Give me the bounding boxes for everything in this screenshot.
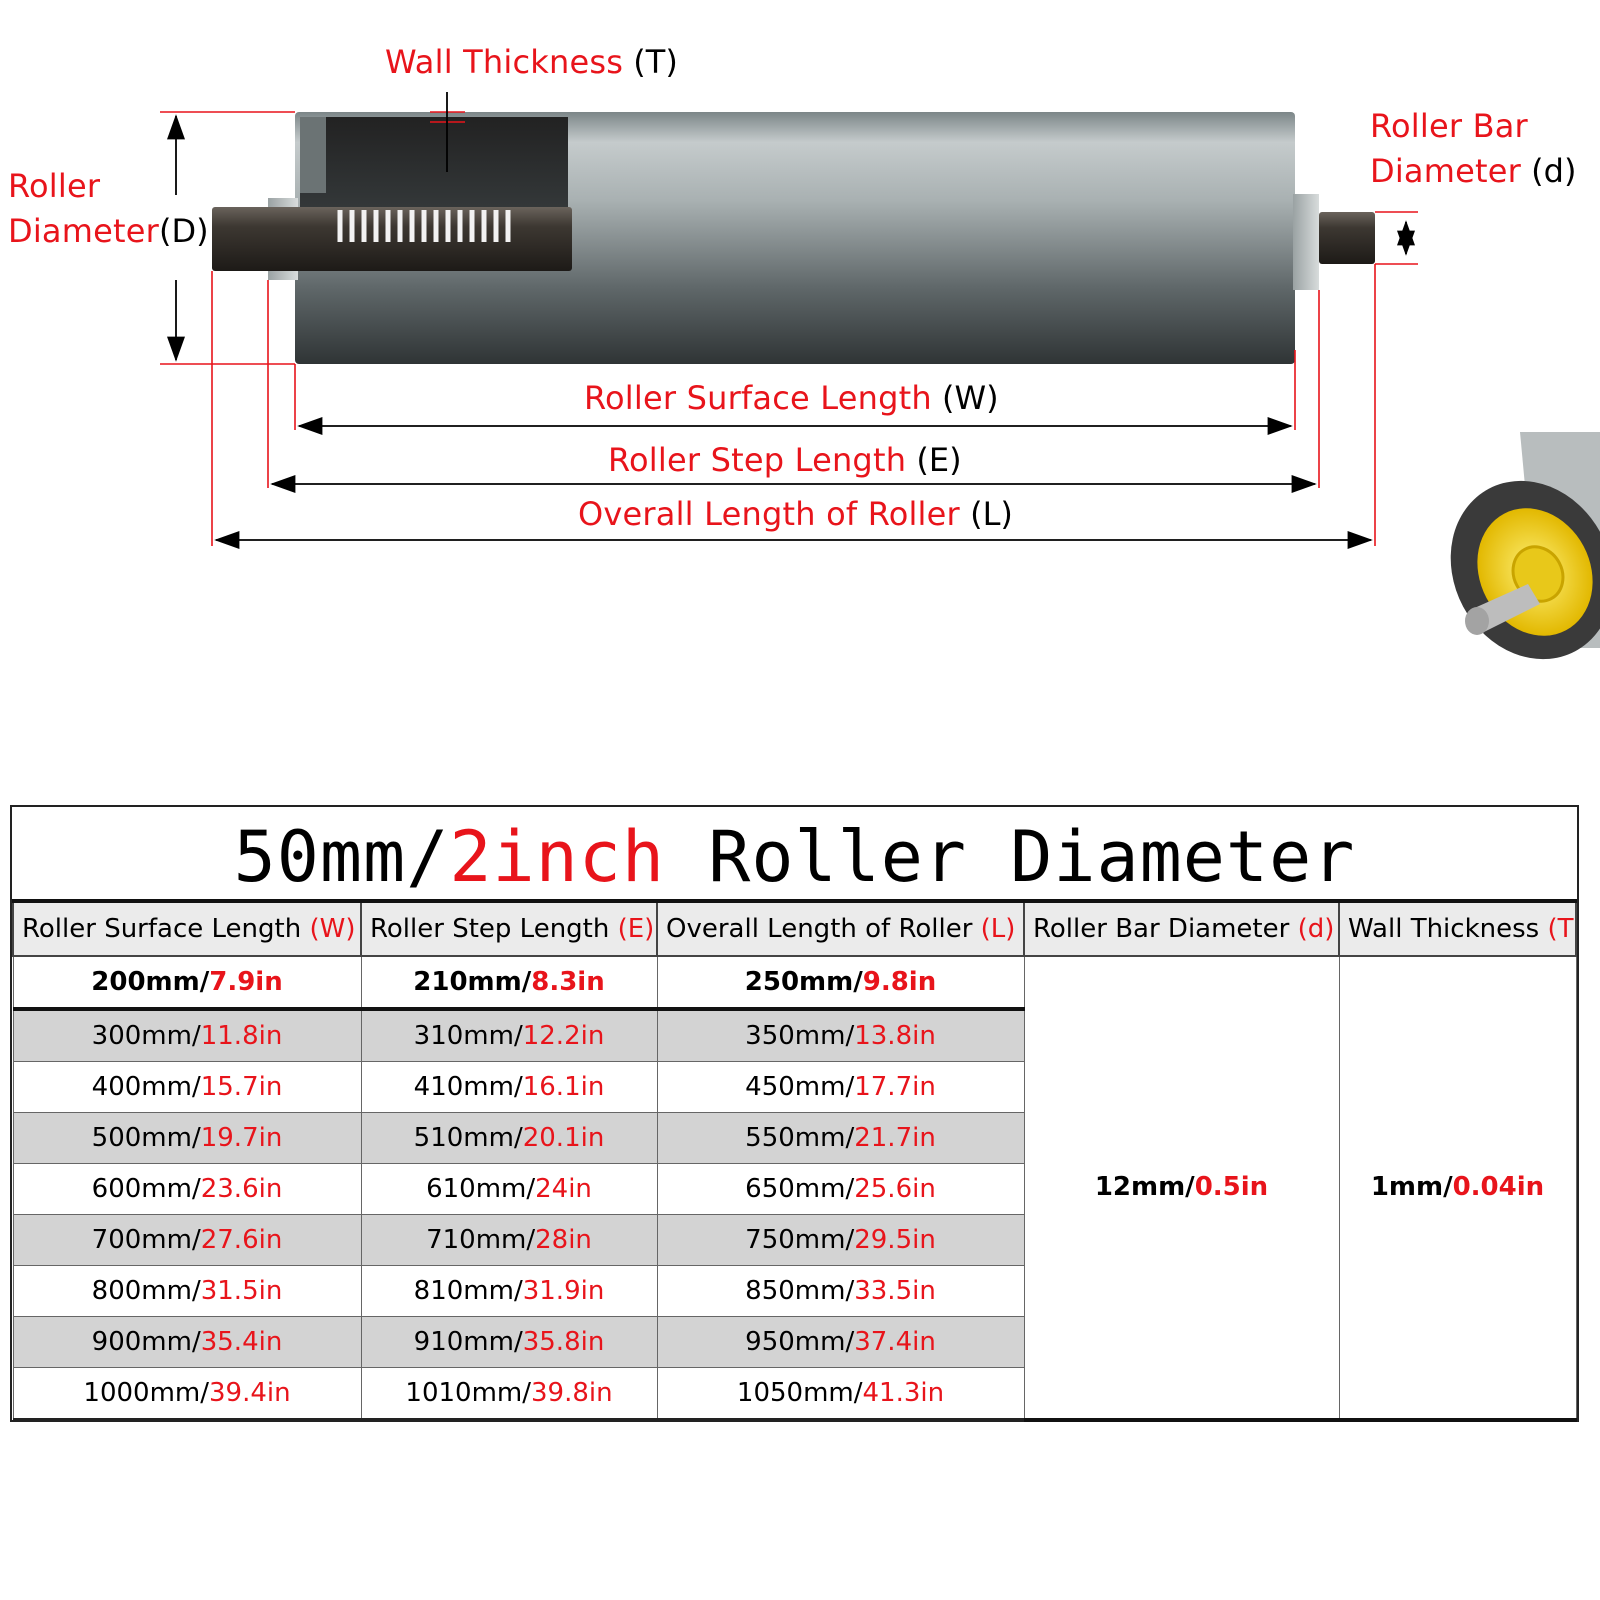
header-step-length: Roller Step Length (E) [360,899,658,957]
table-row: 600mm/23.6in 610mm/24in 650mm/25.6in [12,1163,1576,1215]
cell-step-length: 510mm/20.1in [360,1112,658,1164]
cell-surface-length: 800mm/31.5in [12,1265,362,1317]
right-step-collar [1293,194,1319,290]
cell-surface-length: 300mm/11.8in [12,1008,362,1062]
dimension-arrows [167,92,1415,549]
spring-coils [337,210,511,242]
cell-surface-length: 1000mm/39.4in [12,1367,362,1421]
cell-step-length: 310mm/12.2in [360,1008,658,1062]
cell-surface-length: 500mm/19.7in [12,1112,362,1164]
table-row: 1000mm/39.4in 1010mm/39.8in 1050mm/41.3i… [12,1367,1576,1421]
surface-length-label: Roller Surface Length (W) [584,379,999,417]
cell-overall-length: 550mm/21.7in [656,1112,1025,1164]
cell-wall-thickness: 1mm/0.04in [1338,955,1577,1422]
table-row: 200mm/7.9in 210mm/8.3in 250mm/9.8in 12mm… [12,955,1577,1422]
cell-overall-length: 350mm/13.8in [656,1008,1025,1062]
cell-overall-length: 250mm/9.8in [656,955,1025,1011]
cell-step-length: 610mm/24in [360,1163,658,1215]
cell-step-length: 910mm/35.8in [360,1316,658,1368]
cell-step-length: 1010mm/39.8in [360,1367,658,1421]
table-row: 500mm/19.7in 510mm/20.1in 550mm/21.7in [12,1112,1576,1164]
cell-surface-length: 200mm/7.9in [12,955,362,1011]
cell-overall-length: 650mm/25.6in [656,1163,1025,1215]
table-row: 300mm/11.8in 310mm/12.2in 350mm/13.8in [12,1008,1576,1062]
cell-surface-length: 900mm/35.4in [12,1316,362,1368]
header-bar-diameter: Roller Bar Diameter (d) [1023,899,1340,957]
header-surface-length: Roller Surface Length (W) [12,899,362,957]
table-row: 400mm/15.7in 410mm/16.1in 450mm/17.7in [12,1061,1576,1113]
cell-surface-length: 600mm/23.6in [12,1163,362,1215]
overall-length-label: Overall Length of Roller (L) [578,495,1013,533]
red-guide-lines [160,111,1418,546]
table-header-row: Roller Surface Length (W) Roller Step Le… [12,899,1577,957]
header-wall-thickness: Wall Thickness (T) [1338,899,1577,957]
cell-overall-length: 750mm/29.5in [656,1214,1025,1266]
roller-dimension-diagram: Wall Thickness (T) Roller Diameter(D) Ro… [0,0,1600,680]
table-title: 50mm/2inch Roller Diameter [233,816,1356,898]
cell-step-length: 410mm/16.1in [360,1061,658,1113]
cell-step-length: 810mm/31.9in [360,1265,658,1317]
wall-thickness-label: Wall Thickness (T) [385,43,678,81]
header-overall-length: Overall Length of Roller (L) [656,899,1025,957]
cell-bar-diameter: 12mm/0.5in [1023,955,1340,1422]
roller-drawing [160,92,1600,660]
cell-surface-length: 700mm/27.6in [12,1214,362,1266]
cell-step-length: 710mm/28in [360,1214,658,1266]
table-row: 800mm/31.5in 810mm/31.9in 850mm/33.5in [12,1265,1576,1317]
cell-step-length: 210mm/8.3in [360,955,658,1011]
cell-overall-length: 950mm/37.4in [656,1316,1025,1368]
roller-bar-diameter-label: Roller Bar Diameter (d) [1370,107,1577,191]
cell-overall-length: 450mm/17.7in [656,1061,1025,1113]
roller-diameter-label: Roller Diameter(D) [8,167,209,251]
right-shaft [1319,212,1375,264]
roller-end-photo [1450,432,1600,660]
table-row: 900mm/35.4in 910mm/35.8in 950mm/37.4in [12,1316,1576,1368]
step-length-label: Roller Step Length (E) [608,441,962,479]
cell-overall-length: 850mm/33.5in [656,1265,1025,1317]
cell-surface-length: 400mm/15.7in [12,1061,362,1113]
spec-table-container: 50mm/2inch Roller Diameter Roller Surfac… [10,805,1579,1422]
spec-table: Roller Surface Length (W) Roller Step Le… [12,899,1577,1422]
cell-overall-length: 1050mm/41.3in [656,1367,1025,1421]
left-shaft [212,207,572,271]
